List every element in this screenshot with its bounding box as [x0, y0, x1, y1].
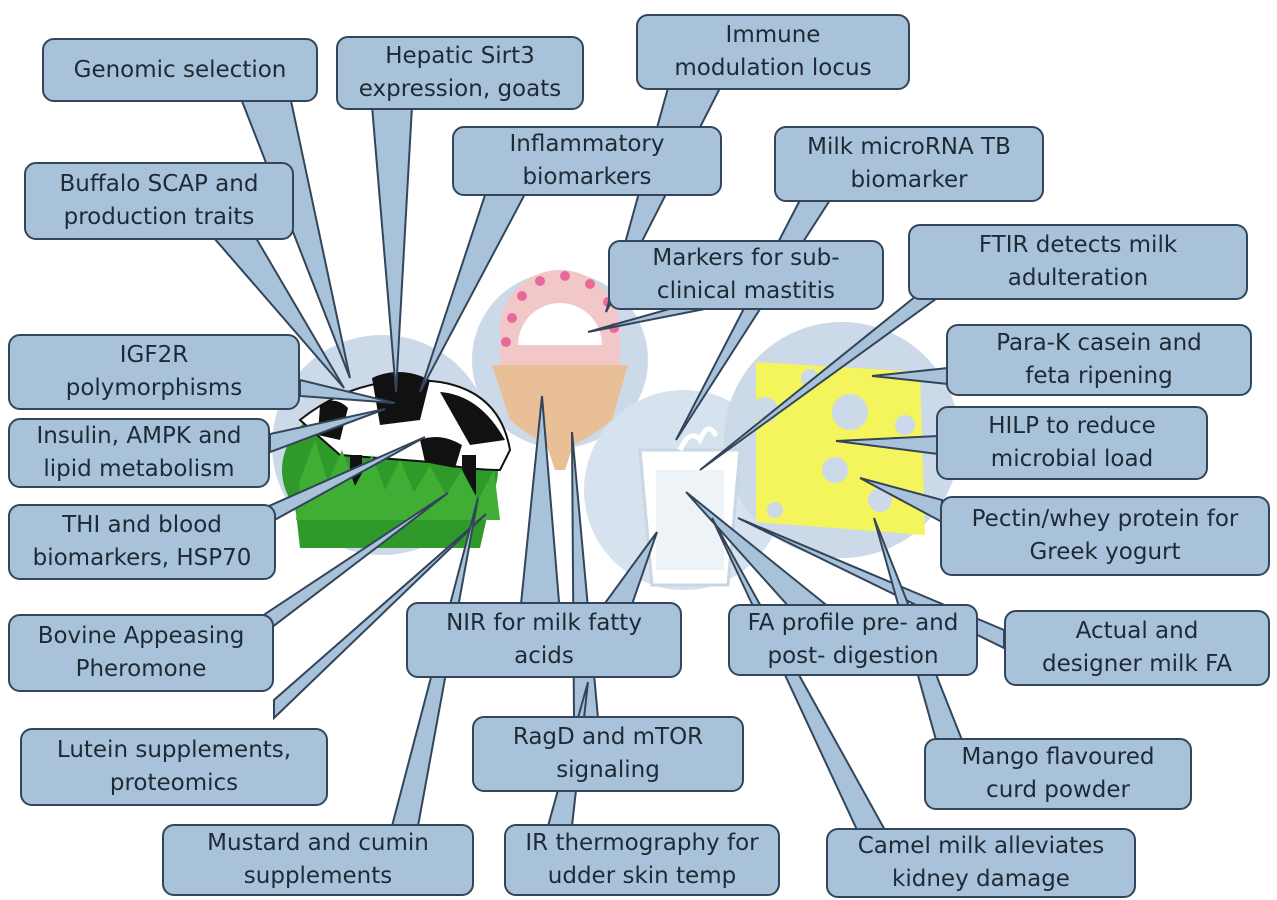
callout-pectin-whey: Pectin/whey protein for Greek yogurt	[940, 496, 1270, 576]
callout-milk-microrna: Milk microRNA TB biomarker	[774, 126, 1044, 202]
callout-mustard-cumin: Mustard and cumin supplements	[162, 824, 474, 896]
callout-hepatic-sirt3: Hepatic Sirt3 expression, goats	[336, 36, 584, 110]
callout-ir-thermography: IR thermography for udder skin temp	[504, 824, 780, 896]
callout-immune-modulation: Immune modulation locus	[636, 14, 910, 90]
callout-igf2r: IGF2R polymorphisms	[8, 334, 300, 410]
callout-lutein: Lutein supplements, proteomics	[20, 728, 328, 806]
callout-nir: NIR for milk fatty acids	[406, 602, 682, 678]
callout-inflammatory-biomarkers: Inflammatory biomarkers	[452, 126, 722, 196]
callout-bovine-pheromone: Bovine Appeasing Pheromone	[8, 614, 274, 692]
callout-thi-blood: THI and blood biomarkers, HSP70	[8, 504, 276, 580]
callout-fa-profile: FA profile pre- and post- digestion	[728, 604, 978, 676]
callout-insulin-ampk: Insulin, AMPK and lipid metabolism	[8, 418, 270, 488]
callout-ftir: FTIR detects milk adulteration	[908, 224, 1248, 300]
callout-hilp: HILP to reduce microbial load	[936, 406, 1208, 480]
callout-designer-milk: Actual and designer milk FA	[1004, 610, 1270, 686]
milk-glass-icon	[638, 426, 742, 587]
callout-genomic-selection: Genomic selection	[42, 38, 318, 102]
udder-icon	[492, 270, 628, 470]
callout-para-k-casein: Para-K casein and feta ripening	[946, 324, 1252, 396]
callout-camel-milk: Camel milk alleviates kidney damage	[826, 828, 1136, 898]
callout-buffalo-scap: Buffalo SCAP and production traits	[24, 162, 294, 240]
callout-subclinical-mastitis: Markers for sub- clinical mastitis	[608, 240, 884, 310]
callout-ragd-mtor: RagD and mTOR signaling	[472, 716, 744, 792]
cheese-icon	[752, 362, 925, 535]
callout-mango-curd: Mango flavoured curd powder	[924, 738, 1192, 810]
